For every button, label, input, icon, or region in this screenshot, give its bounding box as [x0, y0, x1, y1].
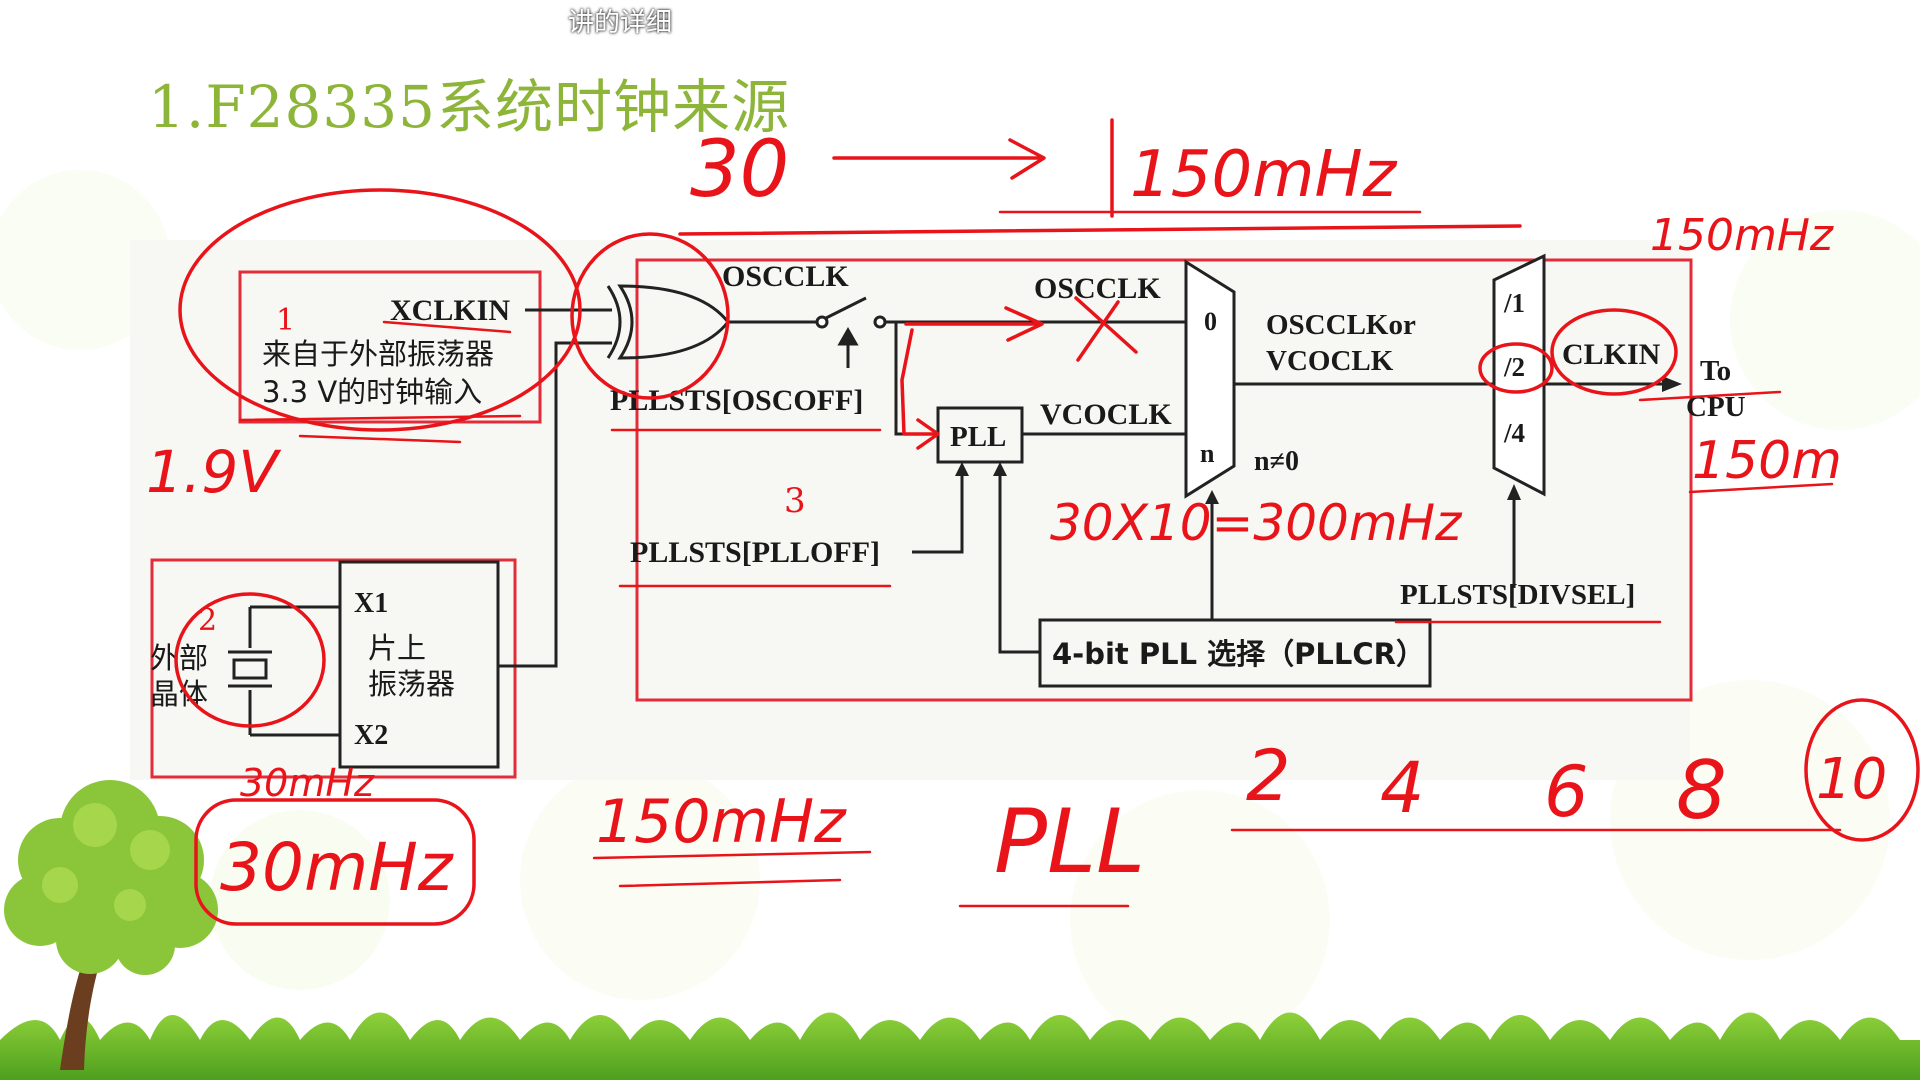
- oscoff-label: PLLSTS[OSCOFF]: [610, 384, 863, 417]
- x2-label: X2: [354, 720, 388, 751]
- clock-divider: [1492, 253, 1546, 497]
- underline-bottom-left-2: [618, 878, 842, 888]
- hw-multiplier-2: 2: [1246, 735, 1291, 817]
- path-to-pll-head: [916, 418, 940, 450]
- hw-multiplier-8: 8: [1676, 744, 1727, 837]
- pll-block-label: PLL: [950, 421, 1006, 453]
- ext-clock-desc-line1: 来自于外部振荡器: [262, 337, 494, 371]
- underline-xclkin: [382, 320, 512, 334]
- div-1-label: /1: [1503, 288, 1525, 318]
- ext-clock-desc-line2: 3.3 V的时钟输入: [262, 375, 482, 409]
- hw-top-left: 30: [690, 125, 789, 215]
- path-to-mux-head: [1004, 306, 1044, 342]
- osc-to-gate-wire: [498, 341, 612, 668]
- plloff-wire: [912, 472, 964, 554]
- hw-crystal-box: 30mHz: [220, 829, 454, 906]
- clock-mux: [1184, 259, 1236, 499]
- underline-to-cpu: [1638, 390, 1782, 402]
- slide-title: 1.F28335系统时钟来源: [148, 73, 791, 141]
- mux-out-line2: VCOCLK: [1266, 345, 1394, 377]
- pllcr-box: [1038, 618, 1432, 688]
- hw-multiplier-10: 10: [1816, 747, 1887, 812]
- oscillator-line1: 片上: [368, 631, 426, 665]
- cross-stroke-2: [1076, 300, 1120, 362]
- mux-select-arrow: [1205, 490, 1219, 504]
- circle-crystal: [174, 592, 326, 728]
- x1-label: X1: [354, 588, 388, 619]
- crystal-number: 2: [198, 603, 217, 638]
- clkin-label: CLKIN: [1562, 338, 1661, 371]
- div-2-label: /2: [1503, 352, 1525, 382]
- pllcr-arrow: [993, 462, 1007, 476]
- video-caption: 讲的详细: [567, 8, 672, 38]
- ext-clock-box: [238, 270, 542, 424]
- plloff-arrow: [955, 462, 969, 476]
- hw-voltage: 1.9V: [146, 438, 282, 506]
- divsel-label: PLLSTS[DIVSEL]: [1400, 579, 1635, 611]
- hw-multiplier-4: 4: [1380, 747, 1425, 829]
- pllcr-to-pll-wire: [998, 472, 1040, 654]
- div-4-label: /4: [1503, 418, 1525, 448]
- n-ne-0-label: n≠0: [1254, 446, 1299, 477]
- hw-pll: PLL: [994, 790, 1145, 893]
- plloff-label: PLLSTS[PLLOFF]: [630, 536, 880, 569]
- hw-right-value: 150m: [1692, 431, 1842, 491]
- circle-crystal-freq: [194, 798, 476, 926]
- core-number: 3: [784, 481, 806, 521]
- to-label: To: [1700, 355, 1731, 387]
- cross-stroke-1: [1074, 296, 1138, 354]
- underline-ext-clock: [238, 414, 522, 422]
- top-arrow-head: [1008, 138, 1046, 180]
- crystal-box: [150, 558, 517, 779]
- hw-top-right: 150mHz: [1130, 138, 1398, 212]
- xor-gate: [606, 284, 730, 360]
- top-underline: [678, 224, 1522, 236]
- mux-input-0: 0: [1204, 307, 1217, 336]
- underline-bottom-left: [592, 850, 872, 860]
- circle-ext-clock: [178, 188, 582, 432]
- circle-clkin: [1550, 308, 1678, 396]
- hw-bottom-left: 150mHz: [596, 787, 847, 857]
- divsel-arrow: [1507, 484, 1521, 500]
- oscclk-mux-label: OSCCLK: [1034, 272, 1161, 305]
- clkin-arrow: [1662, 376, 1682, 392]
- oscclk-top-label: OSCCLK: [722, 260, 849, 293]
- crystal-symbol: [228, 605, 340, 737]
- mux-input-n: n: [1200, 439, 1215, 468]
- underline-right-value: [1688, 482, 1834, 494]
- oscillator-line2: 振荡器: [368, 667, 455, 701]
- path-to-pll-arrow: [900, 328, 936, 436]
- circle-multiplier-10: [1804, 698, 1920, 842]
- circle-xor-gate: [570, 232, 730, 400]
- underline-ext-clock-2: [298, 434, 462, 444]
- mux-out-line1: OSCCLKor: [1266, 309, 1416, 341]
- pllcr-label: 4-bit PLL 选择（PLLCR）: [1052, 637, 1425, 671]
- circle-div2: [1478, 342, 1554, 394]
- hw-multiplier-6: 6: [1544, 751, 1589, 833]
- core-clock-box: [635, 258, 1693, 702]
- oscoff-switch: [815, 296, 1186, 368]
- hw-formula: 30X10=300mHz: [1050, 494, 1463, 552]
- vcoclk-label: VCOCLK: [1040, 398, 1172, 431]
- hw-crystal-small: 30mHz: [240, 761, 375, 805]
- xclkin-label: XCLKIN: [390, 294, 510, 327]
- ext-clock-number: 1: [276, 303, 295, 338]
- hw-corner: 150mHz: [1650, 210, 1834, 261]
